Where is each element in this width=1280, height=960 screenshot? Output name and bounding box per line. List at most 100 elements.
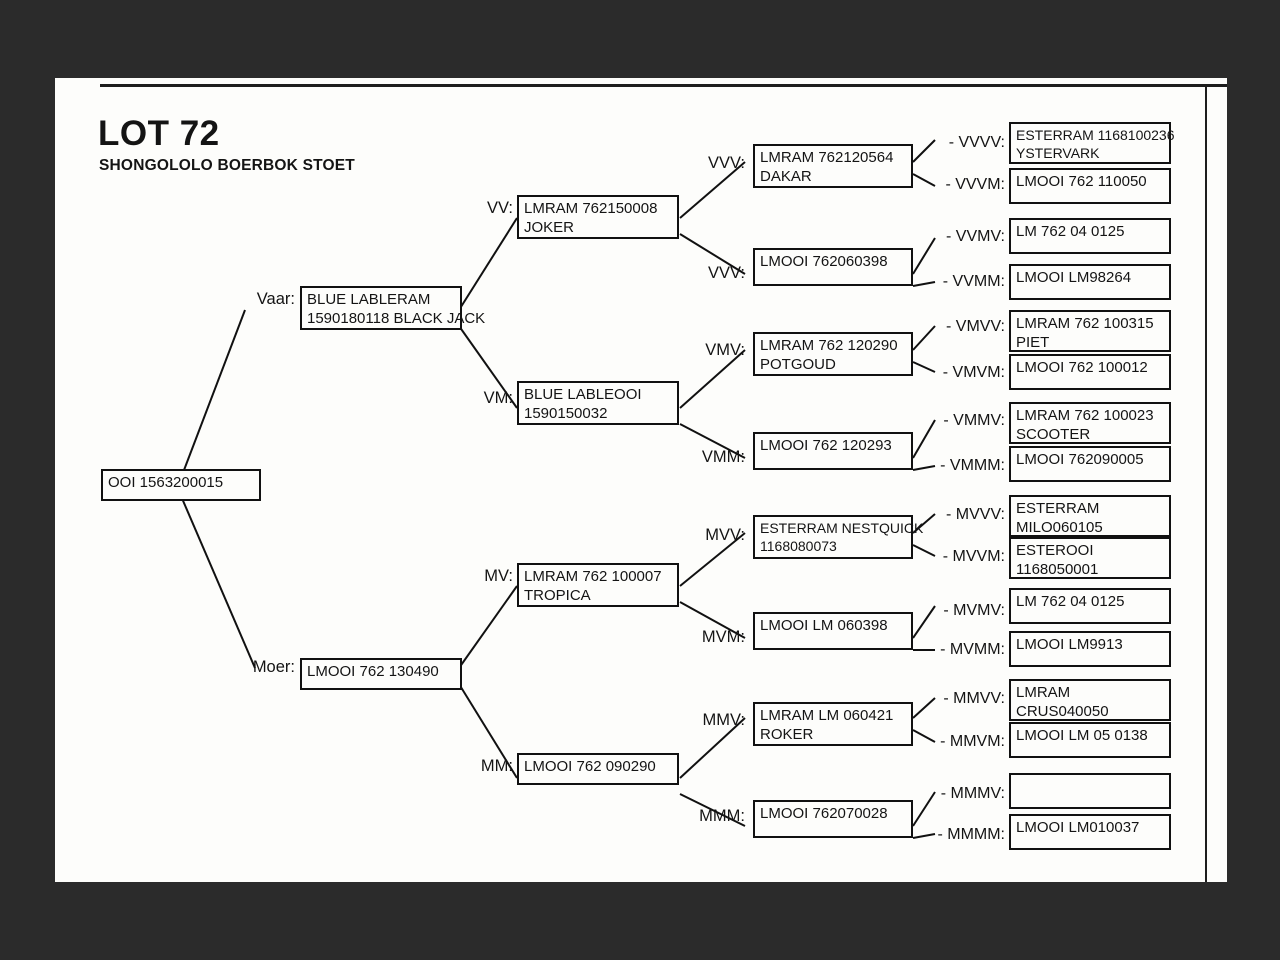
pedigree-node-mvmm[interactable]: LMOOI LM9913 xyxy=(1009,631,1171,667)
pedigree-node-mvv[interactable]: ESTERRAM NESTQUICK 1168080073 xyxy=(753,515,923,559)
pedigree-node-moer[interactable]: LMOOI 762 130490 xyxy=(300,658,462,690)
pedigree-node-mmmm[interactable]: LMOOI LM010037 xyxy=(1009,814,1171,850)
pedigree-label-vmv: VMV: xyxy=(705,341,745,359)
node-line2: YSTERVARK xyxy=(1016,145,1100,161)
node-line2: PIET xyxy=(1016,334,1050,351)
node-line2: 1590180118 BLACK JACK xyxy=(307,310,486,327)
pedigree-label-vvv: VVV: xyxy=(708,154,745,172)
node-line2: 1168050001 xyxy=(1016,561,1099,578)
node-line1: LMRAM LM 060421 xyxy=(760,707,894,724)
page-title: LOT 72 xyxy=(98,114,220,153)
pedigree-node-root[interactable]: OOI 1563200015 xyxy=(101,469,261,501)
node-line1: LM 762 04 0125 xyxy=(1016,223,1125,240)
pedigree-label-moer: Moer: xyxy=(252,658,295,676)
node-line1: ESTERRAM 1168100236 xyxy=(1016,127,1175,143)
pedigree-node-mv[interactable]: LMRAM 762 100007 TROPICA xyxy=(517,563,679,607)
node-line1: LMOOI 762090005 xyxy=(1016,451,1144,468)
node-line1: LMRAM 762 120290 xyxy=(760,337,898,354)
pedigree-node-mmvm[interactable]: LMOOI LM 05 0138 xyxy=(1009,722,1171,758)
pedigree-label-mmmm: - MMMM: xyxy=(937,826,1005,843)
pedigree-label-vaar: Vaar: xyxy=(256,290,295,308)
pedigree-node-vaar[interactable]: BLUE LABLERAM 1590180118 BLACK JACK xyxy=(300,286,486,330)
node-line1: LMOOI LM010037 xyxy=(1016,819,1140,836)
node-line2: ROKER xyxy=(760,726,814,743)
right-rule-divider xyxy=(1205,84,1207,882)
pedigree-node-vv[interactable]: LMRAM 762150008 JOKER xyxy=(517,195,679,239)
pedigree-node-vmmm[interactable]: LMOOI 762090005 xyxy=(1009,446,1171,482)
pedigree-node-vvvv[interactable]: ESTERRAM 1168100236 YSTERVARK xyxy=(1009,122,1175,164)
node-line1: LMRAM 762 100007 xyxy=(524,568,662,585)
node-line1: LMRAM 762 100023 xyxy=(1016,407,1154,424)
node-line2: POTGOUD xyxy=(760,356,836,373)
node-line1: LMRAM 762120564 xyxy=(760,149,894,166)
pedigree-node-mvmv[interactable]: LM 762 04 0125 xyxy=(1009,588,1171,624)
node-line2: DAKAR xyxy=(760,168,812,185)
pedigree-label-vmmm: - VMMM: xyxy=(940,457,1005,474)
pedigree-node-mm[interactable]: LMOOI 762 090290 xyxy=(517,753,679,785)
node-line1: ESTERRAM NESTQUICK xyxy=(760,520,924,536)
pedigree-node-mmm[interactable]: LMOOI 762070028 xyxy=(753,800,913,838)
node-line2: SCOOTER xyxy=(1016,426,1091,443)
pedigree-node-vvv[interactable]: LMRAM 762120564 DAKAR xyxy=(753,144,913,188)
pedigree-label-vmvm: - VMVM: xyxy=(942,364,1005,381)
pedigree-label-mvv: MVV: xyxy=(705,526,745,544)
pedigree-label-mvmm: - MVMM: xyxy=(940,641,1005,658)
pedigree-label-vmmv: - VMMV: xyxy=(943,412,1005,429)
pedigree-node-vmv[interactable]: LMRAM 762 120290 POTGOUD xyxy=(753,332,913,376)
node-line2: MILO060105 xyxy=(1016,519,1103,536)
pedigree-node-vmvm[interactable]: LMOOI 762 100012 xyxy=(1009,354,1171,390)
pedigree-label-mmv: MMV: xyxy=(702,711,745,729)
node-line2: 1590150032 xyxy=(524,405,608,422)
pedigree-label-mmm: MMM: xyxy=(699,807,745,825)
pedigree-label-vvmv: - VVMV: xyxy=(946,228,1005,245)
node-line1: BLUE LABLEOOI xyxy=(524,386,642,403)
pedigree-node-vm[interactable]: BLUE LABLEOOI 1590150032 xyxy=(517,381,679,425)
node-line1: LMOOI LM9913 xyxy=(1016,636,1123,653)
pedigree-page: LOT 72 SHONGOLOLO BOERBOK STOET xyxy=(55,78,1227,882)
pedigree-label-vmm: VMM: xyxy=(701,448,745,466)
node-line1: OOI 1563200015 xyxy=(108,474,224,491)
pedigree-label-vvvv: - VVVV: xyxy=(948,134,1005,151)
node-line2: TROPICA xyxy=(524,587,591,604)
pedigree-node-vmm[interactable]: LMOOI 762 120293 xyxy=(753,432,913,470)
node-line1: LMOOI LM98264 xyxy=(1016,269,1132,286)
node-line1: LMOOI 762 090290 xyxy=(524,758,656,775)
pedigree-node-vvvm[interactable]: LMOOI 762 110050 xyxy=(1009,168,1171,204)
node-line1: LMOOI 762 110050 xyxy=(1016,173,1147,190)
pedigree-node-mmmv[interactable] xyxy=(1009,773,1171,809)
pedigree-label-vvvm: - VVVM: xyxy=(945,176,1005,193)
pedigree-node-vvmm[interactable]: LMOOI LM98264 xyxy=(1009,264,1171,300)
node-line1: ESTEROOI xyxy=(1016,542,1094,559)
node-line1: LMRAM 762 100315 xyxy=(1016,315,1154,332)
pedigree-label-vm: VM: xyxy=(483,389,513,407)
pedigree-label-mm: MM: xyxy=(480,757,513,775)
node-line1: LMOOI 762070028 xyxy=(760,805,888,822)
pedigree-label-mmvm: - MMVM: xyxy=(940,733,1005,750)
node-line2: 1168080073 xyxy=(760,538,837,554)
node-line1: LMOOI 762 120293 xyxy=(760,437,892,454)
pedigree-node-mvvv[interactable]: ESTERRAM MILO060105 xyxy=(1009,495,1171,537)
node-line1: LMRAM 762150008 xyxy=(524,200,658,217)
pedigree-node-mmv[interactable]: LMRAM LM 060421 ROKER xyxy=(753,702,913,746)
node-line1: LMOOI 762 100012 xyxy=(1016,359,1148,376)
node-line2: CRUS040050 xyxy=(1016,703,1109,720)
pedigree-label-mmvv: - MMVV: xyxy=(943,690,1005,707)
pedigree-node-vmvv[interactable]: LMRAM 762 100315 PIET xyxy=(1009,310,1171,352)
node-line1: LMOOI 762 130490 xyxy=(307,663,439,680)
pedigree-node-mvm[interactable]: LMOOI LM 060398 xyxy=(753,612,913,650)
node-line1: LMOOI LM 060398 xyxy=(760,617,888,634)
pedigree-node-vvm[interactable]: LMOOI 762060398 xyxy=(753,248,913,286)
pedigree-node-mmvv[interactable]: LMRAM CRUS040050 xyxy=(1009,679,1171,721)
pedigree-label-mvmv: - MVMV: xyxy=(943,602,1005,619)
pedigree-node-mvvm[interactable]: ESTEROOI 1168050001 xyxy=(1009,537,1171,579)
node-line1: LMOOI LM 05 0138 xyxy=(1016,727,1148,744)
pedigree-label-vv: VV: xyxy=(487,199,513,217)
node-line1: ESTERRAM xyxy=(1016,500,1100,517)
node-line1: BLUE LABLERAM xyxy=(307,291,431,308)
pedigree-node-vvmv[interactable]: LM 762 04 0125 xyxy=(1009,218,1171,254)
pedigree-node-vmmv[interactable]: LMRAM 762 100023 SCOOTER xyxy=(1009,402,1171,444)
pedigree-label-vmvv: - VMVV: xyxy=(946,318,1005,335)
node-line1: LMOOI 762060398 xyxy=(760,253,888,270)
node-line2: JOKER xyxy=(524,219,575,236)
pedigree-label-mv: MV: xyxy=(484,567,513,585)
